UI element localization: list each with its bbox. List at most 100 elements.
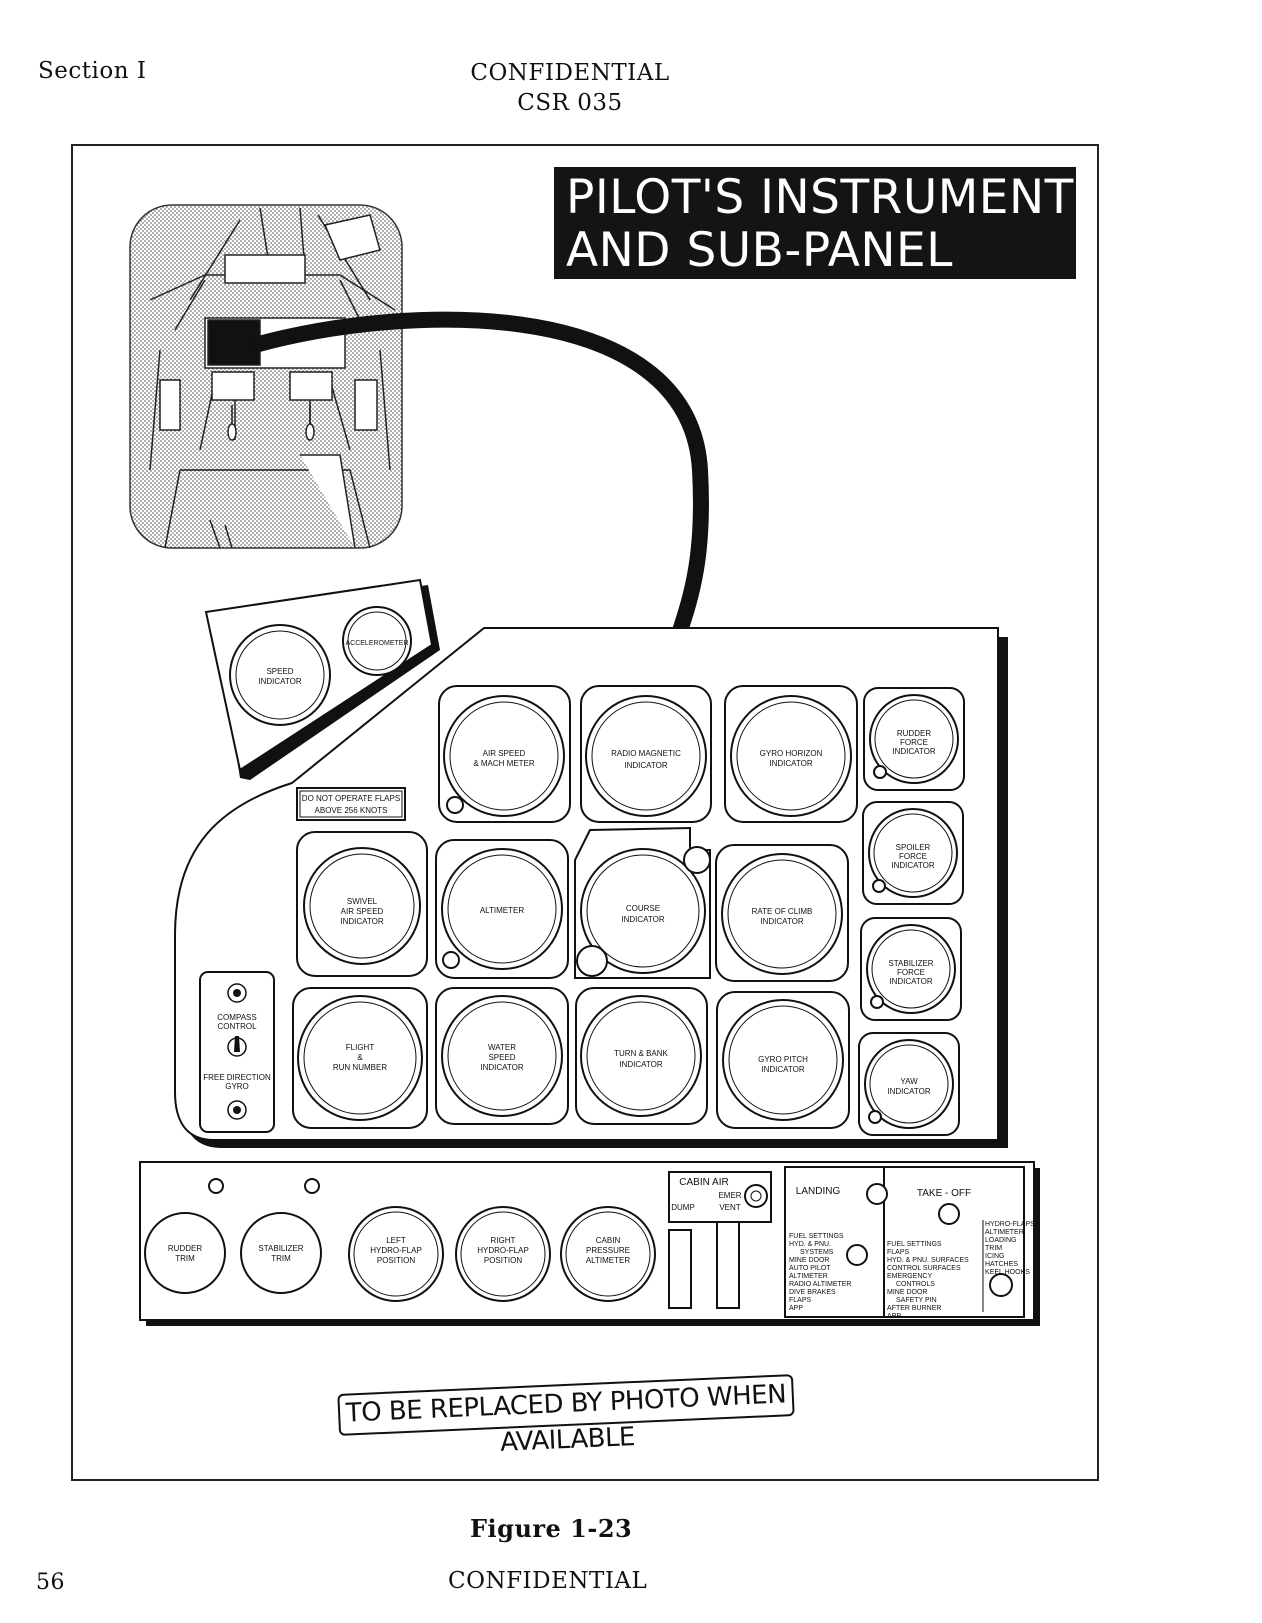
classification-footer: CONFIDENTIAL [448,1568,648,1594]
spoiler-force-label-1: SPOILER [896,843,931,852]
landing-item-9: FLAPS [789,1297,812,1304]
cabin-air-label: CABIN AIR [679,1177,728,1188]
cabin-pressure-label-3: ALTIMETER [586,1256,631,1265]
compass-label-1: COMPASS [217,1013,256,1022]
course-gauge [574,826,711,979]
spoiler-force-label-2: FORCE [899,852,927,861]
speed-indicator-label-2: INDICATOR [258,677,301,686]
stabilizer-trim-label-2: TRIM [271,1254,291,1263]
rudder-force-label-1: RUDDER [897,729,931,738]
landing-item-4: MINE DOOR [789,1257,829,1264]
cabin-pressure-label-2: PRESSURE [586,1246,630,1255]
figure-title-line-1: PILOT'S INSTRUMENT [566,170,1074,225]
water-speed-label-3: INDICATOR [480,1063,523,1072]
rate-of-climb-gauge [715,844,849,982]
right-flap-label-1: RIGHT [491,1236,516,1245]
landing-item-6: ALTIMETER [789,1273,828,1280]
course-label-1: COURSE [626,904,660,913]
document-number: CSR 035 [517,90,623,116]
compass-control-strip [199,971,275,1133]
sub-panel-labels: RUDDER TRIM STABILIZER TRIM LEFT HYDRO-F… [168,1177,1035,1320]
turn-bank-gauge [575,987,708,1125]
yaw-label-1: YAW [900,1077,918,1086]
landing-item-7: RADIO ALTIMETER [789,1281,852,1288]
cockpit-inset [129,204,403,549]
rudder-force-label-3: INDICATOR [892,747,935,756]
stabilizer-force-label-3: INDICATOR [889,977,932,986]
left-flap-label-3: POSITION [377,1256,415,1265]
pointer-connector [252,311,709,643]
gyro-pitch-label-1: GYRO PITCH [758,1055,808,1064]
classification-header: CONFIDENTIAL CSR 035 [445,58,695,118]
radio-magnetic-gauge [580,685,712,823]
placard-line-2: ABOVE 256 KNOTS [315,806,388,815]
flight-label-2: & [357,1053,363,1062]
takeoff-side-item-3: LOADING [985,1237,1017,1244]
takeoff-side-item-7: KEEL HOOKS [985,1269,1030,1276]
takeoff-item-8: SAFETY PIN [896,1297,937,1304]
turn-bank-label-1: TURN & BANK [614,1049,668,1058]
dump-label: DUMP [671,1203,695,1212]
takeoff-item-3: HYD. & PNU. SURFACES [887,1257,969,1264]
rudder-trim-label-2: TRIM [175,1254,195,1263]
takeoff-item-4: CONTROL SURFACES [887,1265,961,1272]
free-direction-label-1: FREE DIRECTION [203,1073,271,1082]
turn-bank-label-2: INDICATOR [619,1060,662,1069]
flight-run-number-gauge [292,987,428,1129]
takeoff-side-item-1: HYDRO-FLAPS [985,1221,1035,1228]
emer-label: EMER [718,1191,741,1200]
free-direction-label-2: GYRO [225,1082,249,1091]
rudder-force-gauge [863,687,965,791]
altimeter-label: ALTIMETER [480,906,525,915]
figure-caption: Figure 1-23 [470,1514,633,1543]
radio-magnetic-label-2: INDICATOR [624,761,667,770]
vent-label: VENT [719,1203,740,1212]
landing-item-2: HYD. & PNU. [789,1241,831,1248]
flight-label-3: RUN NUMBER [333,1063,387,1072]
water-speed-gauge [435,987,569,1125]
takeoff-side-item-5: ICING [985,1253,1004,1260]
spoiler-force-label-3: INDICATOR [891,861,934,870]
takeoff-side-item-2: ALTIMETER [985,1229,1024,1236]
section-label: Section I [38,58,147,84]
air-speed-gauge [438,685,571,823]
takeoff-item-1: FUEL SETTINGS [887,1241,942,1248]
lower-sub-panel [139,1161,1040,1326]
swivel-label-2: AIR SPEED [341,907,384,916]
rate-of-climb-label-2: INDICATOR [760,917,803,926]
page-number: 56 [36,1570,65,1595]
takeoff-item-2: FLAPS [887,1249,910,1256]
landing-item-8: DIVE BRAKES [789,1289,836,1296]
right-flap-label-2: HYDRO-FLAP [477,1246,529,1255]
upper-sub-panel [204,578,440,780]
rate-of-climb-label-1: RATE OF CLIMB [752,907,813,916]
stabilizer-force-label-1: STABILIZER [888,959,933,968]
landing-item-10: APP [789,1305,803,1312]
accelerometer-label: ACCELEROMETER [345,640,408,647]
air-speed-label-2: & MACH METER [473,759,535,768]
takeoff-item-10: APP [887,1313,901,1320]
gyro-horizon-gauge [724,685,858,823]
yaw-gauge [858,1032,960,1136]
stabilizer-force-label-2: FORCE [897,968,925,977]
cabin-pressure-label-1: CABIN [596,1236,621,1245]
classification-top: CONFIDENTIAL [470,60,670,86]
takeoff-item-5: EMERGENCY [887,1273,932,1280]
water-speed-label-1: WATER [488,1043,516,1052]
swivel-air-speed-gauge [296,831,428,977]
landing-item-1: FUEL SETTINGS [789,1233,844,1240]
air-speed-label-1: AIR SPEED [483,749,526,758]
swivel-label-1: SWIVEL [347,897,378,906]
speed-indicator-label-1: SPEED [266,667,293,676]
gyro-pitch-gauge [716,991,850,1129]
landing-title: LANDING [796,1186,841,1197]
takeoff-item-6: CONTROLS [896,1281,935,1288]
warning-placard [296,787,406,821]
radio-magnetic-label-1: RADIO MAGNETIC [611,749,681,758]
figure-title-banner: PILOT'S INSTRUMENT AND SUB-PANEL [554,167,1076,279]
spoiler-force-gauge [862,801,964,905]
placard-line-1: DO NOT OPERATE FLAPS [302,794,400,803]
right-flap-label-3: POSITION [484,1256,522,1265]
landing-item-5: AUTO PILOT [789,1265,831,1272]
